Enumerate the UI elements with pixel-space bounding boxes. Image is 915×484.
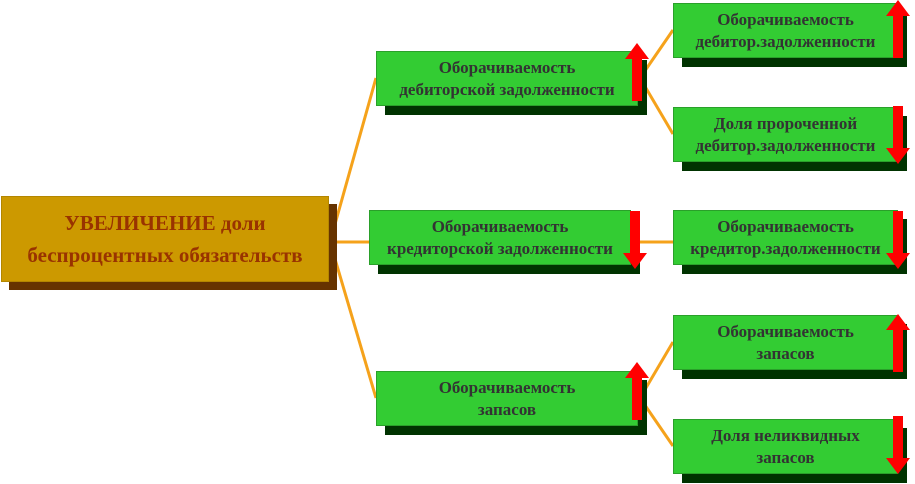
node-inventory-turnover-detail-line1: Оборачиваемость (717, 321, 854, 341)
node-receivables-turnover-detail-line1: Оборачиваемость (717, 9, 854, 29)
arrow-up-icon (886, 0, 910, 58)
node-overdue-receivables-share-line2: дебитор.задолженности (695, 135, 876, 155)
node-payables-turnover-line1: Оборачиваемость (431, 216, 569, 236)
node-inventory-turnover: Оборачиваемость запасов (376, 371, 638, 426)
connector-root-to-inventory (328, 241, 378, 399)
node-payables-turnover-line2: кредиторской задолженности (387, 238, 613, 258)
node-payables-turnover-detail-line1: Оборачиваемость (717, 216, 854, 236)
root-node-line1: УВЕЛИЧЕНИЕ доли (64, 211, 266, 235)
node-inventory-turnover-line2: запасов (477, 399, 537, 419)
node-illiquid-inventory-share-line2: запасов (756, 447, 815, 467)
node-illiquid-inventory-share: Доля неликвидных запасов (673, 419, 898, 474)
node-receivables-turnover-line2: дебиторской задолженности (399, 79, 615, 99)
node-payables-turnover-detail-line2: кредитор.задолженности (690, 238, 881, 258)
root-node-line2: беспроцентных обязательств (27, 243, 303, 267)
node-illiquid-inventory-share-line1: Доля неликвидных (711, 425, 860, 445)
node-payables-turnover: Оборачиваемость кредиторской задолженнос… (369, 210, 631, 265)
arrow-down-icon (886, 106, 910, 164)
node-receivables-turnover-detail-line2: дебитор.задолженности (695, 31, 876, 51)
node-inventory-turnover-detail: Оборачиваемость запасов (673, 315, 898, 370)
root-node: УВЕЛИЧЕНИЕ доли беспроцентных обязательс… (1, 196, 329, 282)
arrow-up-icon (625, 43, 649, 101)
node-overdue-receivables-share: Доля пророченной дебитор.задолженности (673, 107, 898, 162)
node-inventory-turnover-line1: Оборачиваемость (438, 377, 576, 397)
arrow-up-icon (886, 314, 910, 372)
node-overdue-receivables-share-line1: Доля пророченной (713, 113, 858, 133)
node-inventory-turnover-detail-line2: запасов (756, 343, 815, 363)
node-receivables-turnover-line1: Оборачиваемость (438, 57, 576, 77)
node-payables-turnover-detail: Оборачиваемость кредитор.задолженности (673, 210, 898, 265)
node-receivables-turnover: Оборачиваемость дебиторской задолженност… (376, 51, 638, 106)
connector-root-to-receivables (328, 77, 378, 243)
arrow-up-icon (625, 362, 649, 420)
arrow-down-icon (886, 211, 910, 269)
arrow-down-icon (886, 416, 910, 474)
node-receivables-turnover-detail: Оборачиваемость дебитор.задолженности (673, 3, 898, 58)
arrow-down-icon (623, 211, 647, 269)
